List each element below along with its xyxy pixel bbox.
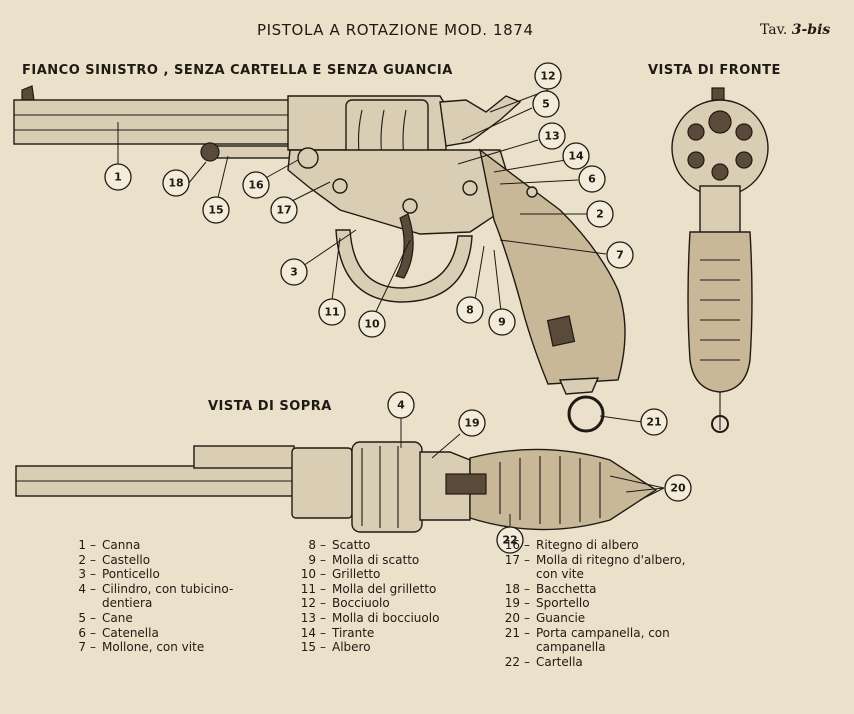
callout-1: 1	[104, 163, 132, 191]
plate-title: PISTOLA A ROTAZIONE MOD. 1874	[257, 21, 534, 39]
legend-item: 2–Castello	[78, 552, 151, 567]
legend-item: 14–Tirante	[300, 625, 375, 640]
svg-text:5: 5	[542, 98, 550, 111]
callout-18: 18	[162, 169, 190, 197]
legend-item: 11–Molla del grilletto	[300, 581, 437, 596]
callout-14: 14	[562, 142, 590, 170]
legend-item: 16–Ritegno di albero	[504, 538, 639, 552]
callout-8: 8	[456, 296, 484, 324]
svg-text:15: 15	[208, 204, 223, 217]
plate-number: Tav. 3-bis	[760, 22, 830, 38]
callout-5: 5	[532, 90, 560, 118]
legend-item: 20–Guancie	[504, 610, 586, 625]
rod-head	[200, 142, 220, 162]
legend-item-continuation: con vite	[536, 567, 584, 582]
callout-10: 10	[358, 310, 386, 338]
callout-21: 21	[640, 408, 668, 436]
barrel	[13, 99, 293, 145]
legend-item: 7–Mollone, con vite	[78, 640, 205, 655]
front-view-drawing	[671, 87, 769, 433]
legend-item: 3–Ponticello	[78, 567, 160, 582]
legend-item: 21–Porta campanella, con	[504, 625, 670, 640]
callout-12: 12	[534, 62, 562, 90]
callout-17: 17	[270, 196, 298, 224]
trigger	[395, 213, 414, 279]
legend-item: 18–Bacchetta	[504, 581, 597, 596]
callout-20: 20	[664, 474, 692, 502]
top-view-label: VISTA DI SOPRA	[208, 399, 332, 414]
trigger-guard	[335, 229, 473, 303]
front-grip	[687, 231, 753, 393]
legend-item: 5–Cane	[78, 610, 133, 625]
svg-text:20: 20	[670, 482, 686, 495]
svg-text:21: 21	[646, 416, 661, 429]
callout-11: 11	[318, 298, 346, 326]
callout-22: 22	[496, 526, 524, 554]
legend-item: 13–Molla di bocciuolo	[300, 610, 440, 625]
callout-7: 7	[606, 241, 634, 269]
hammer	[439, 95, 522, 147]
legend-item: 1–Canna	[78, 538, 141, 552]
side-view-label: FIANCO SINISTRO , SENZA CARTELLA E SENZA…	[22, 63, 453, 78]
legend-item: 6–Catenella	[78, 625, 159, 640]
svg-text:8: 8	[466, 304, 474, 317]
svg-text:14: 14	[568, 150, 584, 163]
top-view-drawing	[15, 441, 658, 533]
callout-15: 15	[202, 196, 230, 224]
svg-text:22: 22	[502, 534, 517, 547]
legend-item: 19–Sportello	[504, 596, 590, 611]
callout-16: 16	[242, 171, 270, 199]
svg-text:10: 10	[364, 318, 380, 331]
legend-item: 8–Scatto	[308, 538, 371, 552]
legend-item: 12–Bocciuolo	[300, 596, 390, 611]
top-grip	[469, 448, 658, 531]
legend-item-continuation: campanella	[536, 640, 606, 655]
legend-item-continuation: dentiera	[102, 596, 153, 611]
svg-text:1: 1	[114, 171, 122, 184]
legend-item: 9–Molla di scatto	[308, 552, 420, 567]
svg-text:4: 4	[397, 399, 405, 412]
callout-6: 6	[578, 165, 606, 193]
legend-item: 17–Molla di ritegno d'albero,	[504, 552, 686, 567]
leader-lines	[117, 89, 665, 528]
front-view-label: VISTA DI FRONTE	[648, 63, 781, 78]
callout-9: 9	[488, 308, 516, 336]
legend-item: 22–Cartella	[504, 654, 583, 669]
legend-item: 4–Cilindro, con tubicino-	[78, 581, 234, 596]
legend-column-3: 16–Ritegno di albero 17–Molla di ritegno…	[494, 538, 686, 669]
lanyard-ring	[567, 395, 605, 433]
legend-item: 10–Grilletto	[300, 567, 381, 582]
svg-text:13: 13	[544, 130, 559, 143]
svg-text:17: 17	[276, 204, 291, 217]
callout-group: 1 2 3 4 5 6 7 8 9 10 11 12 13 14 15 16 1…	[104, 62, 692, 554]
plate-id: 3-bis	[791, 22, 831, 38]
svg-text:16: 16	[248, 179, 264, 192]
svg-text:7: 7	[616, 249, 624, 262]
svg-text:18: 18	[168, 177, 183, 190]
side-view-drawing	[13, 85, 626, 433]
legend-column-2: 8–Scatto 9–Molla di scatto 10–Grilletto …	[290, 538, 440, 655]
svg-text:11: 11	[324, 306, 339, 319]
front-sight	[21, 85, 35, 101]
legend-item: 15–Albero	[300, 640, 371, 655]
svg-text:9: 9	[498, 316, 506, 329]
callout-3: 3	[280, 258, 308, 286]
svg-text:2: 2	[596, 208, 604, 221]
svg-text:6: 6	[588, 173, 596, 186]
callout-13: 13	[538, 122, 566, 150]
callout-2: 2	[586, 200, 614, 228]
legend-column-1: 1–Canna 2–Castello 3–Ponticello 4–Cilind…	[60, 538, 233, 655]
svg-text:19: 19	[464, 417, 479, 430]
plate-prefix: Tav.	[760, 22, 788, 38]
callout-19: 19	[458, 409, 486, 437]
callout-4: 4	[387, 391, 415, 419]
svg-text:3: 3	[290, 266, 298, 279]
svg-text:12: 12	[540, 70, 555, 83]
